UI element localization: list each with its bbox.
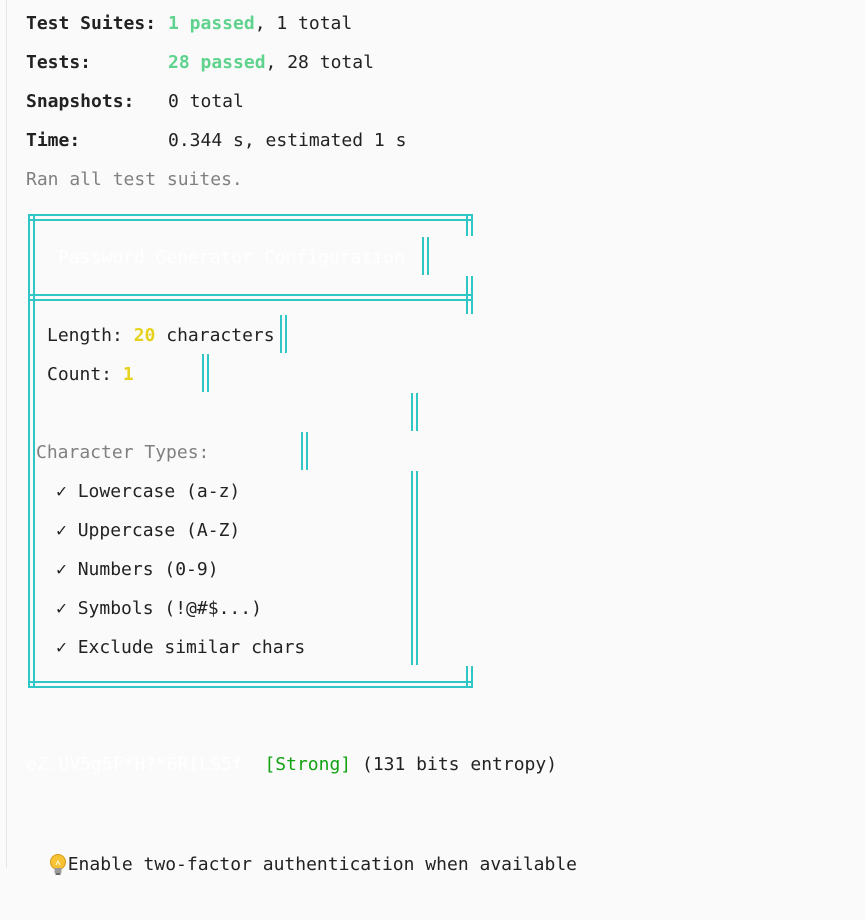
checkmark-icon: ✓	[56, 559, 67, 580]
generated-password: eZ.UV5g5F*H?*6R[LS5f	[26, 754, 243, 775]
tip-text: Enable two-factor authentication when av…	[67, 854, 578, 875]
count-value: 1	[122, 364, 134, 385]
length-right-border	[280, 315, 287, 353]
length-unit: characters	[155, 325, 275, 346]
tests-label: Tests:	[26, 52, 92, 73]
checkmark-icon: ✓	[56, 598, 67, 619]
time-value: 0.344 s, estimated 1 s	[168, 130, 407, 151]
length-value: 20	[133, 325, 156, 346]
box-right-border-bottom	[466, 666, 473, 688]
entropy-text: (131 bits entropy)	[361, 754, 558, 775]
terminal-left-edge	[6, 0, 7, 868]
option-label: Numbers (0-9)	[77, 559, 219, 580]
snapshots-value: 0 total	[168, 91, 244, 112]
ran-all-text: Ran all test suites.	[26, 169, 243, 190]
blank-right-border	[411, 393, 418, 431]
option-label: Lowercase (a-z)	[77, 481, 241, 502]
checkmark-icon: ✓	[56, 637, 67, 658]
count-row: Count: 1	[47, 364, 134, 386]
count-label: Count:	[47, 364, 123, 385]
types-right-border	[301, 432, 308, 470]
option-label: Exclude similar chars	[77, 637, 306, 658]
lightbulb-icon	[48, 854, 68, 876]
config-title: Password Generator Configuration	[58, 247, 405, 268]
title-right-border	[422, 237, 429, 275]
tests-value: 28 passed, 28 total	[168, 52, 374, 74]
option-uppercase: ✓ Uppercase (A-Z)	[56, 520, 240, 542]
tip-row: Enable two-factor authentication when av…	[26, 832, 577, 876]
box-divider	[28, 294, 472, 301]
option-label: Symbols (!@#$...)	[77, 598, 262, 619]
option-label: Uppercase (A-Z)	[77, 520, 241, 541]
snapshots-label: Snapshots:	[26, 91, 135, 112]
option-exclude-similar: ✓ Exclude similar chars	[56, 637, 305, 659]
count-right-border	[202, 354, 209, 392]
box-bottom-border	[28, 681, 472, 688]
option-lowercase: ✓ Lowercase (a-z)	[56, 481, 240, 503]
character-types-heading: Character Types:	[36, 442, 210, 463]
test-suites-value: 1 passed, 1 total	[168, 13, 352, 35]
test-suites-label: Test Suites:	[26, 13, 157, 34]
length-row: Length: 20 characters	[47, 325, 275, 347]
box-left-border	[28, 214, 35, 688]
length-label: Length:	[47, 325, 134, 346]
checkmark-icon: ✓	[56, 481, 67, 502]
password-result-row: eZ.UV5g5F*H?*6R[LS5f [Strong] (131 bits …	[26, 754, 557, 776]
option-symbols: ✓ Symbols (!@#$...)	[56, 598, 262, 620]
checkmark-icon: ✓	[56, 520, 67, 541]
time-label: Time:	[26, 130, 81, 151]
options-right-border	[411, 471, 418, 665]
box-top-border	[28, 214, 472, 221]
tests-total: , 28 total	[265, 52, 374, 73]
option-numbers: ✓ Numbers (0-9)	[56, 559, 219, 581]
test-suites-row: Test Suites:	[26, 13, 156, 35]
box-right-border-top	[466, 214, 473, 236]
suites-passed: 1 passed	[168, 13, 255, 34]
tests-passed: 28 passed	[168, 52, 266, 73]
suites-total: , 1 total	[254, 13, 353, 34]
strength-badge: [Strong]	[264, 754, 352, 775]
